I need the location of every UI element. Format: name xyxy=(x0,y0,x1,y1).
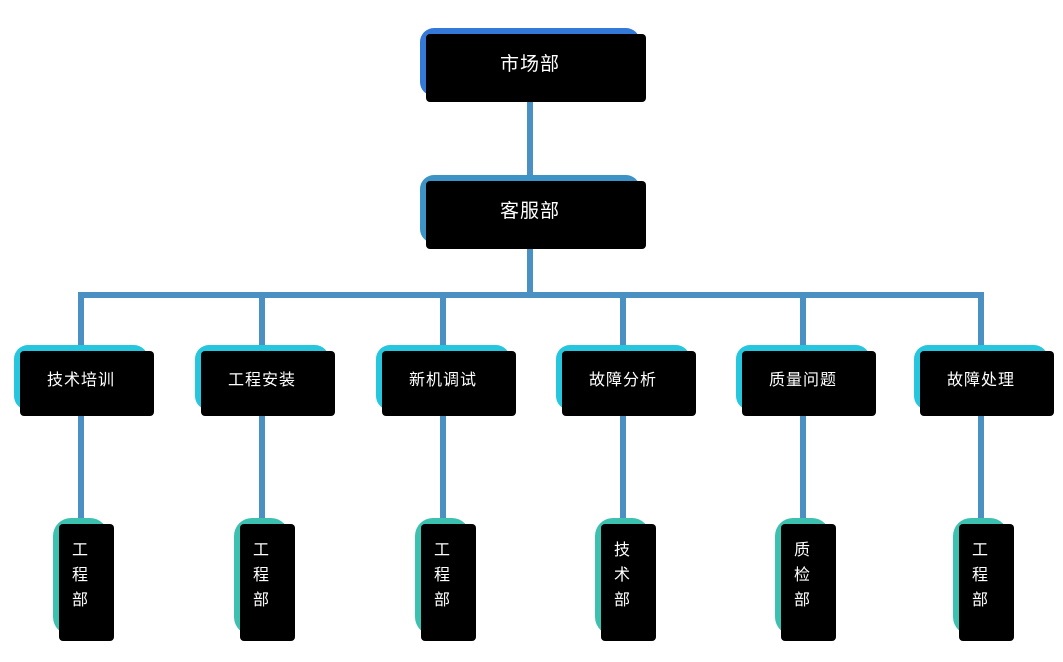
leaf-label-char: 术 xyxy=(613,567,631,585)
connector-bus-to-l3-6 xyxy=(978,292,984,348)
leaf-label-char: 检 xyxy=(793,567,811,585)
org-node-leaf-1-label: 工程部 xyxy=(72,539,89,613)
connector-l3-to-leaf-4 xyxy=(620,410,626,522)
connector-bus-to-l3-2 xyxy=(259,292,265,348)
connector-l3-to-leaf-5 xyxy=(800,410,806,522)
org-node-leaf-6[interactable]: 工程部 xyxy=(953,518,1014,641)
org-node-root[interactable]: 市场部 xyxy=(420,28,646,102)
connector-l3-to-leaf-1 xyxy=(78,410,84,522)
org-node-l3-4-label: 故障分析 xyxy=(588,371,657,389)
org-node-l3-2[interactable]: 工程安装 xyxy=(195,345,335,416)
connector-l3-to-leaf-6 xyxy=(978,410,984,522)
org-node-l3-1-label: 技术培训 xyxy=(46,371,115,389)
org-node-level2[interactable]: 客服部 xyxy=(420,175,646,249)
org-node-l3-3[interactable]: 新机调试 xyxy=(376,345,516,416)
org-node-leaf-4-label: 技术部 xyxy=(614,539,631,613)
leaf-label-char: 工 xyxy=(433,542,451,560)
connector-l3-to-leaf-2 xyxy=(259,410,265,522)
connector-bus-to-l3-5 xyxy=(800,292,806,348)
leaf-label-char: 部 xyxy=(252,591,270,609)
org-node-l3-3-label: 新机调试 xyxy=(408,371,477,389)
org-node-l3-6[interactable]: 故障处理 xyxy=(914,345,1054,416)
org-node-leaf-2-label: 工程部 xyxy=(253,539,270,613)
leaf-label-char: 部 xyxy=(71,591,89,609)
org-node-l3-1[interactable]: 技术培训 xyxy=(14,345,154,416)
org-node-l3-2-label: 工程安装 xyxy=(227,371,296,389)
org-node-leaf-6-label: 工程部 xyxy=(972,539,989,613)
org-node-leaf-3[interactable]: 工程部 xyxy=(415,518,476,641)
org-node-leaf-4[interactable]: 技术部 xyxy=(595,518,656,641)
org-node-leaf-2[interactable]: 工程部 xyxy=(234,518,295,641)
connector-horizontal-bus xyxy=(78,292,984,298)
connector-l3-to-leaf-3 xyxy=(440,410,446,522)
leaf-label-char: 技 xyxy=(613,542,631,560)
connector-bus-to-l3-4 xyxy=(620,292,626,348)
connector-root-to-l2 xyxy=(527,96,533,176)
org-node-leaf-5[interactable]: 质检部 xyxy=(775,518,836,641)
leaf-label-char: 程 xyxy=(433,567,451,585)
leaf-label-char: 工 xyxy=(252,542,270,560)
org-node-l3-5[interactable]: 质量问题 xyxy=(736,345,876,416)
leaf-label-char: 工 xyxy=(971,542,989,560)
org-node-leaf-1[interactable]: 工程部 xyxy=(53,518,114,641)
leaf-label-char: 程 xyxy=(71,567,89,585)
org-node-leaf-3-label: 工程部 xyxy=(434,539,451,613)
org-node-leaf-5-label: 质检部 xyxy=(794,539,811,613)
leaf-label-char: 部 xyxy=(971,591,989,609)
leaf-label-char: 部 xyxy=(613,591,631,609)
leaf-label-char: 部 xyxy=(793,591,811,609)
leaf-label-char: 质 xyxy=(793,542,811,560)
leaf-label-char: 程 xyxy=(252,567,270,585)
connector-bus-to-l3-1 xyxy=(78,292,84,348)
connector-bus-to-l3-3 xyxy=(440,292,446,348)
org-node-level2-label: 客服部 xyxy=(499,200,560,222)
leaf-label-char: 工 xyxy=(71,542,89,560)
org-node-l3-5-label: 质量问题 xyxy=(768,371,837,389)
connector-l2-drop xyxy=(527,243,533,298)
org-node-root-label: 市场部 xyxy=(499,53,560,75)
leaf-label-char: 程 xyxy=(971,567,989,585)
org-node-l3-4[interactable]: 故障分析 xyxy=(556,345,696,416)
org-node-l3-6-label: 故障处理 xyxy=(946,371,1015,389)
leaf-label-char: 部 xyxy=(433,591,451,609)
